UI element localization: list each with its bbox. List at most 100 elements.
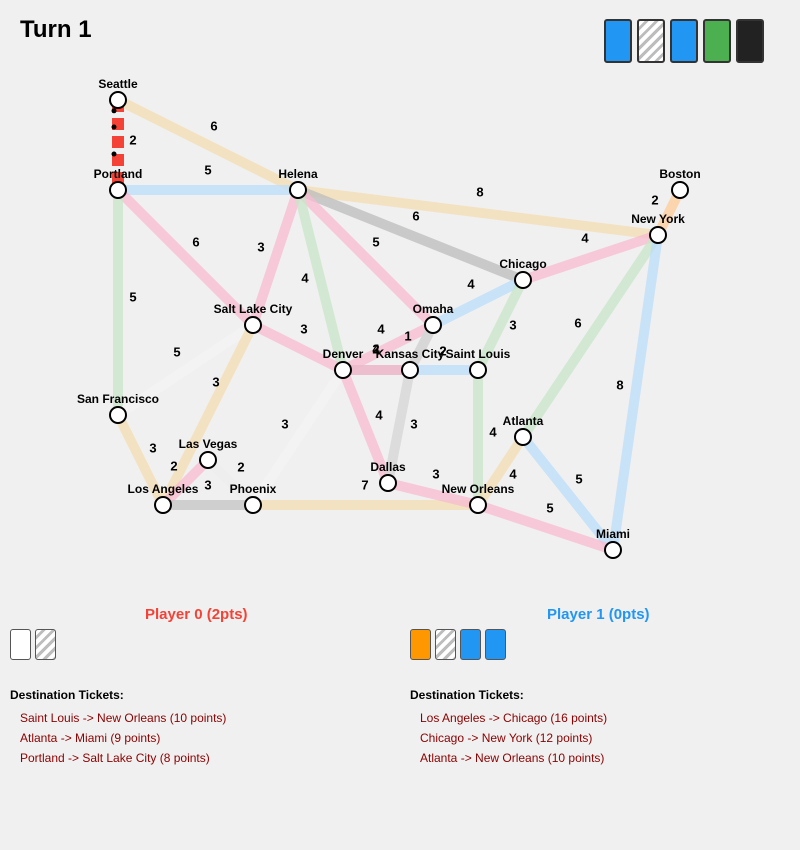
city-label-saint-louis: Saint Louis xyxy=(446,347,511,361)
ticket-item: Los Angeles -> Chicago (16 points) xyxy=(420,711,608,725)
city-label-omaha: Omaha xyxy=(413,302,454,316)
city-node-new-york[interactable] xyxy=(649,226,667,244)
city-label-new-york: New York xyxy=(631,212,685,226)
route-length-label: 4 xyxy=(509,466,517,481)
city-node-boston[interactable] xyxy=(671,181,689,199)
route-length-label: 4 xyxy=(581,230,589,245)
city-label-miami: Miami xyxy=(596,527,630,541)
hand-card-blue[interactable] xyxy=(485,629,506,660)
hand-card-blue[interactable] xyxy=(460,629,481,660)
city-node-saint-louis[interactable] xyxy=(469,361,487,379)
route-omaha-chicago[interactable] xyxy=(430,275,526,330)
route-length-label: 2 xyxy=(439,343,446,358)
city-node-omaha[interactable] xyxy=(424,316,442,334)
city-label-san-francisco: San Francisco xyxy=(77,392,159,406)
city-node-atlanta[interactable] xyxy=(514,428,532,446)
deck-card-blue[interactable] xyxy=(670,19,698,63)
route-length-label: 6 xyxy=(574,315,581,330)
route-kansas-city-dallas[interactable] xyxy=(383,369,415,484)
city-node-salt-lake-city[interactable] xyxy=(244,316,262,334)
city-label-salt-lake-city: Salt Lake City xyxy=(214,302,293,316)
route-length-label: 4 xyxy=(375,407,383,422)
route-length-label: 5 xyxy=(575,471,582,486)
city-node-miami[interactable] xyxy=(604,541,622,559)
route-new-york-atlanta[interactable] xyxy=(518,232,663,440)
route-length-label: 2 xyxy=(439,343,446,358)
city-node-portland[interactable] xyxy=(109,181,127,199)
route-las-vegas-los-angeles[interactable] xyxy=(159,456,212,509)
route-salt-lake-city-san-francisco[interactable] xyxy=(115,320,256,420)
deck-card-black[interactable] xyxy=(736,19,764,63)
route-helena-chicago[interactable] xyxy=(296,185,525,285)
route-atlanta-miami[interactable] xyxy=(519,433,617,554)
route-denver-phoenix[interactable] xyxy=(248,367,348,508)
city-label-chicago: Chicago xyxy=(499,257,546,271)
city-label-new-orleans: New Orleans xyxy=(442,482,515,496)
ticket-item: Atlanta -> New Orleans (10 points) xyxy=(420,751,605,765)
route-length-label: 6 xyxy=(192,234,199,249)
route-length-label: 4 xyxy=(301,270,309,285)
route-seattle-helena[interactable] xyxy=(115,95,301,195)
route-atlanta-new-orleans[interactable] xyxy=(473,434,528,508)
deck-card-blue[interactable] xyxy=(604,19,632,63)
city-node-kansas-city[interactable] xyxy=(401,361,419,379)
route-length-label: 7 xyxy=(361,477,368,492)
route-helena-salt-lake-city[interactable] xyxy=(248,188,303,327)
ticket-item: Portland -> Salt Lake City (8 points) xyxy=(20,751,210,765)
route-portland-salt-lake-city[interactable] xyxy=(114,186,257,329)
route-new-orleans-miami[interactable] xyxy=(476,500,615,555)
route-length-label: 2 xyxy=(372,341,379,356)
route-new-york-miami[interactable] xyxy=(608,234,663,551)
route-las-vegas-phoenix[interactable] xyxy=(204,456,257,509)
city-node-new-orleans[interactable] xyxy=(469,496,487,514)
route-dallas-new-orleans[interactable] xyxy=(386,478,480,510)
city-label-portland: Portland xyxy=(94,167,143,181)
route-length-label: 2 xyxy=(129,132,136,147)
train-marker xyxy=(111,151,117,157)
route-length-label: 3 xyxy=(257,239,264,254)
city-node-los-angeles[interactable] xyxy=(154,496,172,514)
deck-card-green[interactable] xyxy=(703,19,731,63)
route-san-francisco-los-angeles[interactable] xyxy=(113,412,168,508)
player-1-name: Player 1 (0pts) xyxy=(547,606,650,623)
hand-card-orange[interactable] xyxy=(410,629,431,660)
city-node-chicago[interactable] xyxy=(514,271,532,289)
route-denver-dallas[interactable] xyxy=(338,368,393,485)
route-helena-denver[interactable] xyxy=(293,188,348,372)
city-node-denver[interactable] xyxy=(334,361,352,379)
city-node-las-vegas[interactable] xyxy=(199,451,217,469)
route-salt-lake-city-denver[interactable] xyxy=(250,320,346,375)
route-chicago-saint-louis[interactable] xyxy=(473,277,528,373)
tickets-header: Destination Tickets: xyxy=(10,688,124,702)
route-helena-new-york[interactable] xyxy=(297,185,659,240)
city-node-dallas[interactable] xyxy=(379,474,397,492)
city-label-phoenix: Phoenix xyxy=(230,482,277,496)
route-length-label: 8 xyxy=(476,184,483,199)
turn-title: Turn 1 xyxy=(20,16,92,43)
route-salt-lake-city-los-angeles[interactable] xyxy=(158,322,258,508)
hand-card-white[interactable] xyxy=(10,629,31,660)
city-node-san-francisco[interactable] xyxy=(109,406,127,424)
train-marker xyxy=(111,108,117,114)
city-node-helena[interactable] xyxy=(289,181,307,199)
city-label-dallas: Dallas xyxy=(370,460,406,474)
city-node-seattle[interactable] xyxy=(109,91,127,109)
ticket-item: Saint Louis -> New Orleans (10 points) xyxy=(20,711,227,725)
city-label-atlanta: Atlanta xyxy=(503,414,544,428)
route-length-label: 5 xyxy=(204,162,211,177)
route-length-label: 1 xyxy=(404,328,411,343)
route-length-label: 4 xyxy=(372,341,380,356)
route-length-label: 5 xyxy=(372,234,379,249)
face-up-deck xyxy=(604,19,764,63)
deck-card-locomotive[interactable] xyxy=(637,19,665,63)
route-omaha-denver[interactable] xyxy=(340,320,436,375)
route-helena-omaha[interactable] xyxy=(294,186,437,329)
hand-card-locomotive[interactable] xyxy=(35,629,56,660)
city-node-phoenix[interactable] xyxy=(244,496,262,514)
player-0-hand xyxy=(10,629,56,660)
hand-card-locomotive[interactable] xyxy=(435,629,456,660)
route-length-label: 5 xyxy=(546,500,553,515)
route-chicago-new-york[interactable] xyxy=(521,230,660,285)
